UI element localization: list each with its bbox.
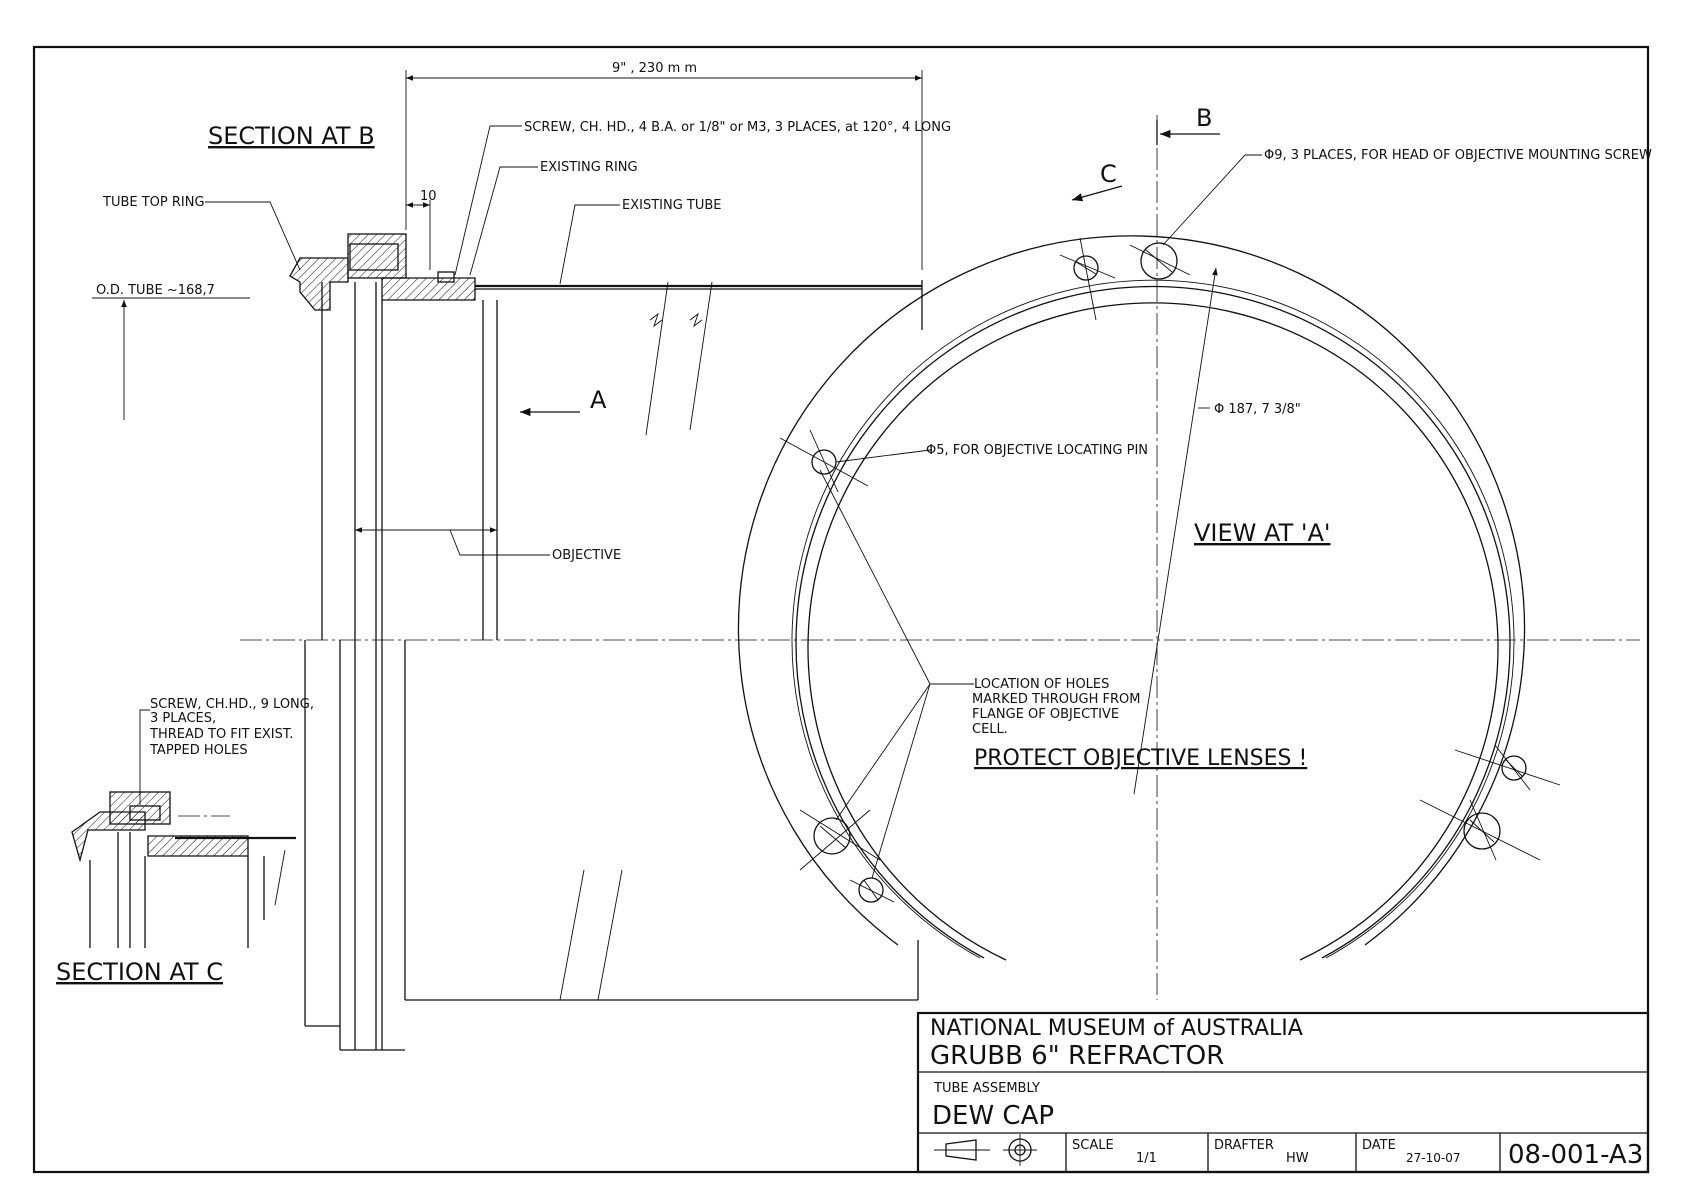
section-b-view — [92, 70, 1640, 1051]
screw-c-note-2: 3 PLACES, — [150, 711, 216, 726]
existing-ring-note: EXISTING RING — [540, 160, 638, 175]
ring-offset-dim: 10 — [420, 189, 437, 204]
scale-value: 1/1 — [1136, 1151, 1157, 1166]
drawing-border — [32, 45, 1650, 1174]
bore-diameter-dim: Φ 187, 7 3/8" — [1214, 402, 1301, 417]
view-a — [737, 115, 1561, 1000]
projection-cone-icon — [945, 1139, 977, 1161]
screw-b-note: SCREW, CH. HD., 4 B.A. or 1/8" or M3, 3 … — [524, 120, 951, 135]
screw-c-note-4: TAPPED HOLES — [149, 743, 248, 758]
location-holes-note-1: LOCATION OF HOLES — [974, 677, 1109, 692]
section-c-view — [71, 709, 296, 948]
location-holes-note-3: FLANGE OF OBJECTIVE — [972, 707, 1119, 722]
arrow-b-label: B — [1196, 104, 1212, 132]
title-organization: NATIONAL MUSEUM of AUSTRALIA — [930, 1016, 1303, 1041]
screw-c-note-3: THREAD TO FIT EXIST. — [149, 727, 293, 742]
existing-tube-note: EXISTING TUBE — [622, 198, 722, 213]
section-c-title: SECTION AT C — [56, 958, 223, 986]
overall-length-dim: 9" , 230 m m — [612, 61, 697, 76]
drawing-number: 08-001-A3 — [1508, 1140, 1643, 1170]
drafter-label: DRAFTER — [1214, 1138, 1274, 1153]
drafter-value: HW — [1286, 1151, 1309, 1166]
hole-phi5-note: Φ5, FOR OBJECTIVE LOCATING PIN — [926, 443, 1148, 458]
location-holes-note-4: CELL. — [972, 722, 1008, 737]
section-b-title: SECTION AT B — [208, 122, 375, 150]
location-holes-note-2: MARKED THROUGH FROM — [972, 692, 1140, 707]
title-assembly: TUBE ASSEMBLY — [933, 1081, 1040, 1096]
title-block — [916, 1011, 1650, 1174]
date-value: 27-10-07 — [1406, 1151, 1460, 1165]
screw-c-note-1: SCREW, CH.HD., 9 LONG, — [150, 697, 314, 712]
arrow-c-label: C — [1100, 160, 1117, 188]
tube-top-ring-note: TUBE TOP RING — [102, 195, 205, 210]
view-a-title: VIEW AT 'A' — [1194, 519, 1330, 547]
hole-phi9-note: Φ9, 3 PLACES, FOR HEAD OF OBJECTIVE MOUN… — [1264, 148, 1652, 163]
protect-note: PROTECT OBJECTIVE LENSES ! — [974, 746, 1307, 771]
date-label: DATE — [1362, 1138, 1396, 1153]
title-project: GRUBB 6" REFRACTOR — [930, 1041, 1224, 1071]
scale-label: SCALE — [1072, 1138, 1114, 1153]
objective-note: OBJECTIVE — [552, 548, 621, 563]
od-tube-dim: O.D. TUBE ~168,7 — [96, 283, 215, 298]
title-part: DEW CAP — [932, 1101, 1054, 1131]
arrow-a-label: A — [590, 386, 607, 414]
